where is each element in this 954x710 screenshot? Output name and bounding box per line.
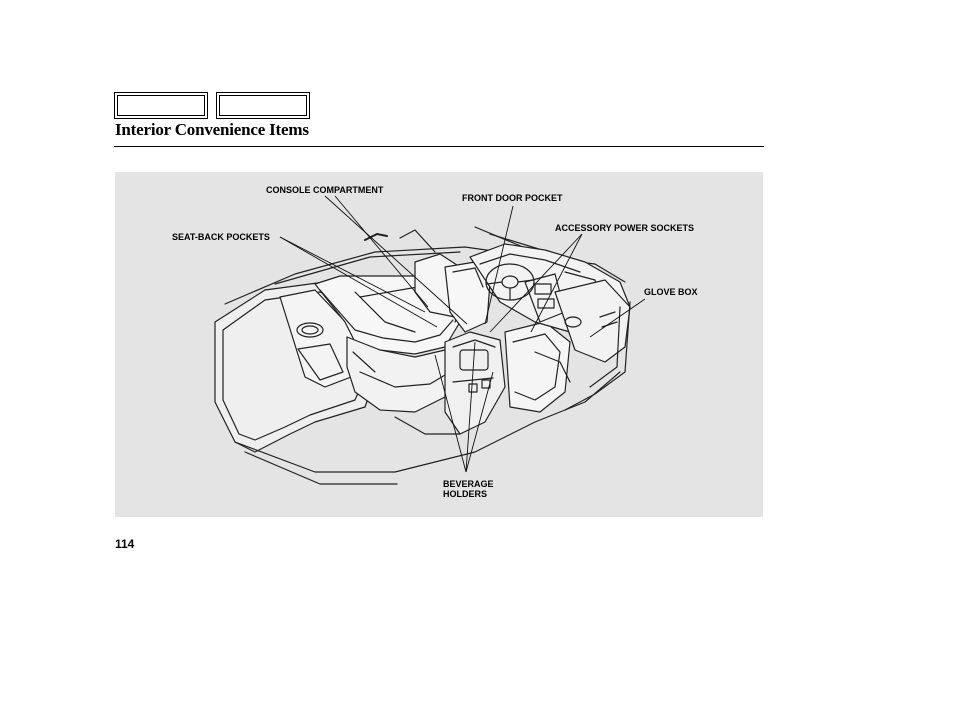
next-page-button[interactable] [216, 92, 310, 119]
label-glove-box: GLOVE BOX [644, 287, 698, 297]
car-interior-drawing [214, 195, 646, 485]
label-accessory-power-sockets: ACCESSORY POWER SOCKETS [555, 223, 695, 233]
previous-page-button[interactable] [114, 92, 208, 119]
label-seat-back-pockets: SEAT-BACK POCKETS [172, 232, 270, 242]
label-front-door-pocket: FRONT DOOR POCKET [462, 193, 563, 203]
label-beverage-holders-line1: BEVERAGE [443, 479, 494, 489]
label-console-compartment: CONSOLE COMPARTMENT [266, 185, 384, 195]
label-beverage-holders: BEVERAGE HOLDERS [443, 479, 494, 499]
label-beverage-holders-line2: HOLDERS [443, 489, 488, 499]
title-divider [114, 146, 764, 147]
page-number: 114 [115, 537, 135, 551]
page-title: Interior Convenience Items [115, 120, 309, 139]
interior-illustration: CONSOLE COMPARTMENT FRONT DOOR POCKET AC… [115, 172, 763, 517]
